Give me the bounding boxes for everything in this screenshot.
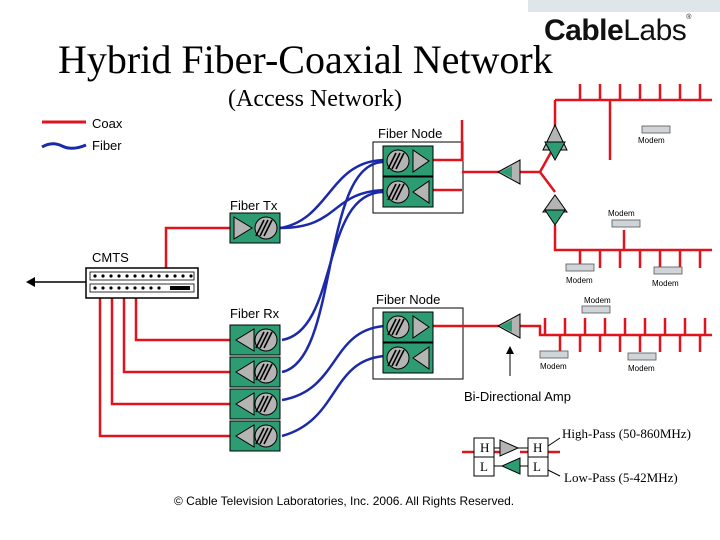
- coax-taps: [558, 335, 702, 352]
- fiber-node-top-label: Fiber Node: [378, 126, 443, 141]
- copyright-notice: © Cable Television Laboratories, Inc. 20…: [174, 494, 515, 508]
- pointer-line: [547, 437, 561, 447]
- amplifier-icon: [544, 209, 566, 226]
- amplifier-icon: [500, 457, 521, 475]
- fiber-link: [281, 160, 386, 374]
- h-label-left: H: [480, 440, 490, 455]
- page-subtitle: (Access Network): [228, 86, 402, 112]
- coax-link: [122, 298, 232, 374]
- modem-label: Modem: [628, 364, 655, 373]
- logo-band: [528, 0, 720, 12]
- coax-taps: [543, 318, 707, 335]
- amplifier-icon: [499, 439, 520, 457]
- cmts-chassis: [85, 267, 199, 299]
- fiber-link: [281, 190, 386, 342]
- bi-directional-amp-label: Bi-Directional Amp: [464, 389, 571, 404]
- coax-link: [134, 298, 232, 342]
- fiber-link: [279, 188, 386, 230]
- modem-label: Modem: [608, 209, 635, 218]
- modem-icon: [581, 305, 611, 314]
- fiber-rx-unit: [229, 388, 281, 420]
- fiber-link: [281, 354, 386, 438]
- fiber-link: [281, 324, 386, 402]
- fiber-node-bottom-label: Fiber Node: [376, 292, 441, 307]
- coax-link: [520, 100, 557, 174]
- cmts-port-row: [89, 283, 195, 293]
- amplifier-icon: [500, 320, 512, 332]
- modem-label: Modem: [584, 296, 611, 305]
- h-label-right: H: [533, 440, 543, 455]
- cmts-ports: [93, 274, 193, 290]
- page-title: Hybrid Fiber-Coaxial Network: [58, 37, 553, 82]
- modem-icon: [539, 350, 569, 359]
- modem-icon: [627, 352, 657, 361]
- coax-link: [520, 324, 712, 337]
- l-label-right: L: [533, 459, 541, 474]
- fiber-node-transmitter: [382, 311, 434, 343]
- optical-devices: [229, 145, 434, 452]
- fiber-node-receiver: [382, 176, 434, 208]
- modem-label: Modem: [652, 279, 679, 288]
- fiber-tx-label: Fiber Tx: [230, 198, 278, 213]
- fiber-rx-unit: [229, 356, 281, 388]
- fiber-tx-unit: [229, 212, 281, 244]
- coax-link: [433, 120, 464, 162]
- cmts-label: CMTS: [92, 250, 129, 265]
- fiber-rx-unit: [229, 324, 281, 356]
- l-label-left: L: [480, 459, 488, 474]
- cablelabs-logo: CableLabs®: [544, 14, 691, 47]
- coax-taps: [578, 250, 702, 268]
- amplifier-icon: [542, 194, 568, 213]
- coax-links: [98, 84, 712, 454]
- cmts-port-row: [89, 271, 195, 281]
- high-pass-label: High-Pass (50-860MHz): [562, 426, 691, 441]
- legend-fiber-line: [41, 142, 87, 150]
- coax-link: [110, 298, 232, 406]
- legend-coax-label: Coax: [92, 116, 123, 131]
- arrow-left-icon: [26, 277, 35, 287]
- amplifier-icon: [544, 141, 566, 162]
- legend-fiber-label: Fiber: [92, 138, 122, 153]
- coax-taps: [578, 84, 702, 100]
- fiber-link: [279, 158, 386, 230]
- modem-icon: [565, 263, 595, 272]
- fiber-rx-unit: [229, 420, 281, 452]
- coax-link: [539, 171, 556, 193]
- arrow-up-icon: [506, 346, 514, 354]
- pointer-line: [547, 469, 561, 477]
- modem-icons: [539, 125, 683, 361]
- modem-icon: [611, 219, 641, 228]
- coax-link: [553, 225, 712, 252]
- fiber-node-receiver: [382, 342, 434, 374]
- fiber-node-transmitter: [382, 145, 434, 177]
- low-pass-label: Low-Pass (5-42MHz): [564, 470, 678, 485]
- modem-icon: [653, 266, 683, 275]
- modem-label: Modem: [540, 362, 567, 371]
- coax-link: [164, 226, 232, 268]
- amplifier-icon: [500, 166, 512, 178]
- fiber-rx-label: Fiber Rx: [230, 306, 280, 321]
- coax-link: [98, 298, 232, 438]
- modem-label: Modem: [638, 136, 665, 145]
- modem-icon: [641, 125, 671, 134]
- fiber-links: [279, 158, 386, 438]
- modem-label: Modem: [566, 276, 593, 285]
